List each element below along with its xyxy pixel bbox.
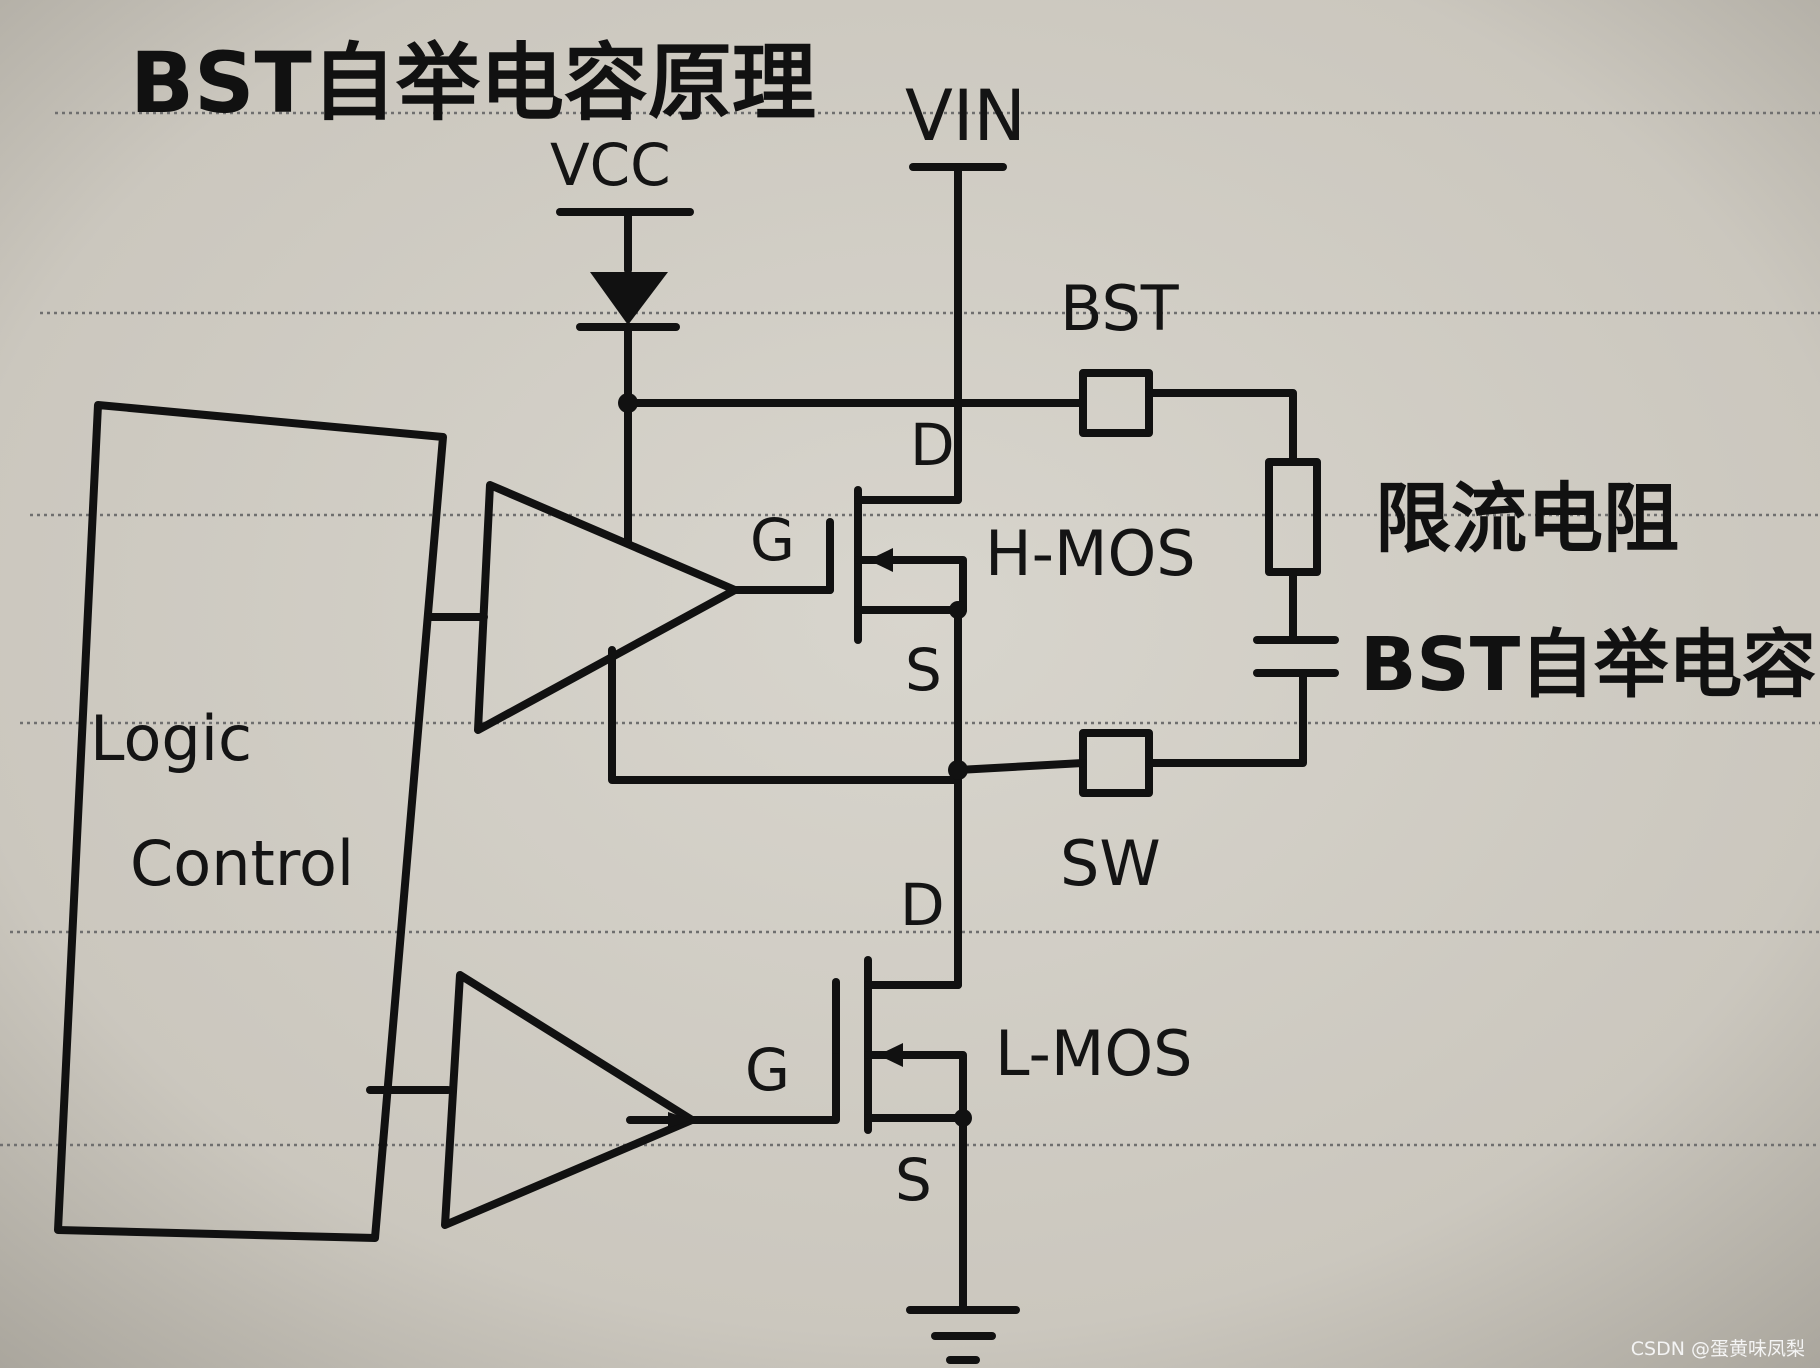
- hmos-gate-label: G: [750, 506, 795, 574]
- lmos-drain-label: D: [900, 871, 945, 939]
- logic-label-line2: Control: [130, 827, 354, 900]
- lmos-source-label: S: [895, 1146, 932, 1214]
- bst-pad: [1079, 369, 1153, 437]
- logic-label-line1: Logic: [90, 702, 252, 775]
- hmos-source-label: S: [905, 636, 942, 704]
- hmos-drain-label: D: [910, 411, 955, 479]
- junction-dot: [618, 393, 638, 413]
- diagram-title: BST自举电容原理: [130, 34, 816, 132]
- lmos-label: L-MOS: [995, 1017, 1192, 1090]
- watermark: CSDN @蛋黄味凤梨: [1631, 1338, 1805, 1360]
- lmos-arrow: [878, 1043, 903, 1067]
- resistor-label: 限流电阻: [1375, 474, 1679, 563]
- hdriver-return-wire: [608, 646, 962, 784]
- sw-node-to-pad-wire: [954, 759, 1087, 774]
- hmos-label: H-MOS: [985, 517, 1196, 590]
- capacitor-label: BST自举电容: [1360, 622, 1816, 708]
- vcc-label: VCC: [550, 131, 671, 199]
- circuit-ink: [54, 163, 1339, 1364]
- low-side-driver: [441, 971, 696, 1229]
- junction-dot: [954, 1109, 972, 1127]
- lmos-gate-label: G: [745, 1036, 790, 1104]
- ldriver-to-gate-wire: [626, 1046, 840, 1124]
- vin-label: VIN: [905, 75, 1026, 157]
- bst-label: BST: [1060, 272, 1180, 345]
- diode-triangle: [590, 272, 668, 325]
- bst-to-resistor-wire: [1145, 389, 1297, 466]
- circuit-fills: [590, 272, 972, 1128]
- logic-control-block: [54, 401, 447, 1242]
- junction-dot: [948, 760, 968, 780]
- high-side-driver: [474, 481, 739, 734]
- cap-to-sw-wire: [1145, 669, 1307, 767]
- junction-dot: [949, 601, 967, 619]
- hmos-arrow: [868, 548, 893, 572]
- sw-label: SW: [1060, 827, 1161, 900]
- ldriver-arrow: [668, 1112, 692, 1128]
- ruled-lines: [0, 111, 1820, 1147]
